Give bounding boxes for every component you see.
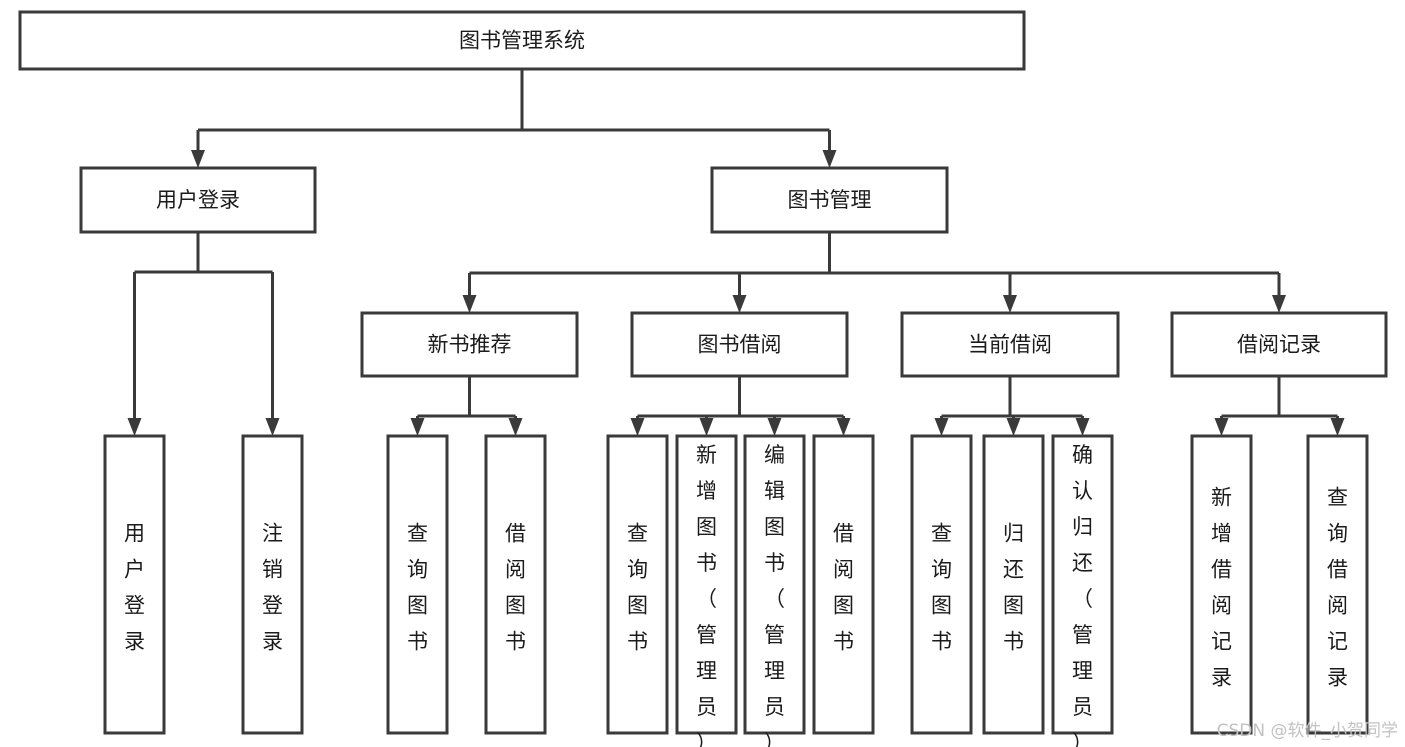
node-label-leaf-user-login: 用户登录 bbox=[124, 522, 145, 654]
node-label-leaf-query-book-borrow: 查询图书 bbox=[627, 522, 648, 654]
node-label-leaf-query-book-current: 查询图书 bbox=[931, 522, 952, 654]
node-leaf-add-borrow-record[interactable]: 新增借阅记录 bbox=[1190, 434, 1253, 735]
node-label-leaf-add-borrow-record: 新增借阅记录 bbox=[1211, 486, 1232, 690]
node-label-borrow-record: 借阅记录 bbox=[1237, 333, 1321, 357]
nodes-layer: 图书管理系统用户登录图书管理新书推荐图书借阅当前借阅借阅记录用户登录注销登录查询… bbox=[18, 10, 1388, 747]
node-box-leaf-add-book bbox=[675, 434, 738, 735]
arrow-head-icon bbox=[732, 295, 747, 313]
arrow-head-icon bbox=[822, 150, 837, 168]
arrow-head-icon bbox=[1214, 418, 1229, 436]
node-leaf-edit-book[interactable]: 编辑图书（管理员） bbox=[743, 434, 806, 747]
connectors-layer bbox=[127, 69, 1345, 436]
node-box-leaf-add-borrow-record bbox=[1190, 434, 1253, 735]
arrow-head-icon bbox=[1272, 295, 1286, 313]
node-label-leaf-borrow-book: 借阅图书 bbox=[833, 522, 854, 654]
node-label-leaf-confirm-return: 确认归还（管理员） bbox=[1072, 443, 1093, 747]
node-label-root: 图书管理系统 bbox=[459, 29, 585, 53]
node-leaf-query-book-current[interactable]: 查询图书 bbox=[910, 434, 973, 735]
node-label-leaf-edit-book: 编辑图书（管理员） bbox=[764, 443, 785, 747]
arrow-head-icon bbox=[410, 418, 425, 436]
node-box-leaf-query-book-current bbox=[910, 434, 973, 735]
node-borrow-record[interactable]: 借阅记录 bbox=[1170, 311, 1388, 378]
node-box-leaf-borrow-book bbox=[812, 434, 875, 735]
node-new-book-recommend[interactable]: 新书推荐 bbox=[360, 311, 579, 378]
node-box-leaf-query-book-borrow bbox=[606, 434, 669, 735]
node-label-leaf-return-book: 归还图书 bbox=[1003, 522, 1024, 654]
node-leaf-user-login[interactable]: 用户登录 bbox=[103, 434, 166, 735]
arrow-head-icon bbox=[462, 295, 477, 313]
node-box-user-login bbox=[79, 166, 317, 234]
arrow-head-icon bbox=[1003, 295, 1017, 313]
node-box-leaf-confirm-return bbox=[1051, 434, 1114, 735]
node-label-leaf-borrow-book-recommend: 借阅图书 bbox=[505, 522, 526, 654]
node-box-leaf-query-borrow-record bbox=[1306, 434, 1369, 735]
arrow-head-icon bbox=[191, 150, 205, 168]
node-leaf-borrow-book[interactable]: 借阅图书 bbox=[812, 434, 875, 735]
node-leaf-borrow-book-recommend[interactable]: 借阅图书 bbox=[484, 434, 547, 735]
arrow-head-icon bbox=[1006, 418, 1021, 436]
arrow-head-icon bbox=[767, 418, 782, 436]
node-box-leaf-borrow-book-recommend bbox=[484, 434, 547, 735]
arrow-head-icon bbox=[265, 418, 280, 436]
node-box-leaf-logout-login bbox=[241, 434, 304, 735]
node-box-new-book-recommend bbox=[360, 311, 579, 378]
node-box-book-management bbox=[710, 166, 949, 234]
node-box-current-borrow bbox=[900, 311, 1120, 378]
node-leaf-logout-login[interactable]: 注销登录 bbox=[241, 434, 304, 735]
node-leaf-add-book[interactable]: 新增图书（管理员） bbox=[675, 434, 738, 747]
watermark-label: CSDN @软件_小贺同学 bbox=[1217, 721, 1398, 741]
arrow-head-icon bbox=[630, 418, 645, 436]
node-label-book-management: 图书管理 bbox=[788, 188, 872, 212]
node-label-leaf-query-book-recommend: 查询图书 bbox=[407, 522, 428, 654]
arrow-head-icon bbox=[1075, 418, 1090, 436]
node-label-leaf-add-book: 新增图书（管理员） bbox=[696, 443, 717, 747]
node-root[interactable]: 图书管理系统 bbox=[18, 10, 1026, 71]
node-user-login[interactable]: 用户登录 bbox=[79, 166, 317, 234]
node-box-leaf-return-book bbox=[982, 434, 1045, 735]
node-box-book-borrow bbox=[630, 311, 849, 378]
node-book-management[interactable]: 图书管理 bbox=[710, 166, 949, 234]
node-leaf-confirm-return[interactable]: 确认归还（管理员） bbox=[1051, 434, 1114, 747]
arrow-head-icon bbox=[1330, 418, 1345, 436]
arrow-head-icon bbox=[127, 418, 142, 436]
node-box-leaf-user-login bbox=[103, 434, 166, 735]
node-leaf-return-book[interactable]: 归还图书 bbox=[982, 434, 1045, 735]
node-leaf-query-borrow-record[interactable]: 查询借阅记录 bbox=[1306, 434, 1369, 735]
node-box-leaf-edit-book bbox=[743, 434, 806, 735]
node-book-borrow[interactable]: 图书借阅 bbox=[630, 311, 849, 378]
node-box-borrow-record bbox=[1170, 311, 1388, 378]
node-label-user-login: 用户登录 bbox=[156, 188, 240, 212]
node-current-borrow[interactable]: 当前借阅 bbox=[900, 311, 1120, 378]
node-box-root bbox=[18, 10, 1026, 71]
arrow-head-icon bbox=[508, 418, 523, 436]
arrow-head-icon bbox=[836, 418, 851, 436]
node-label-new-book-recommend: 新书推荐 bbox=[428, 333, 512, 357]
node-box-leaf-query-book-recommend bbox=[386, 434, 449, 735]
arrow-head-icon bbox=[934, 418, 949, 436]
node-leaf-query-book-recommend[interactable]: 查询图书 bbox=[386, 434, 449, 735]
node-label-leaf-logout-login: 注销登录 bbox=[262, 522, 283, 654]
node-label-leaf-query-borrow-record: 查询借阅记录 bbox=[1327, 486, 1348, 690]
node-leaf-query-book-borrow[interactable]: 查询图书 bbox=[606, 434, 669, 735]
node-label-current-borrow: 当前借阅 bbox=[968, 333, 1052, 357]
node-label-book-borrow: 图书借阅 bbox=[698, 333, 782, 357]
arrow-head-icon bbox=[699, 418, 714, 436]
